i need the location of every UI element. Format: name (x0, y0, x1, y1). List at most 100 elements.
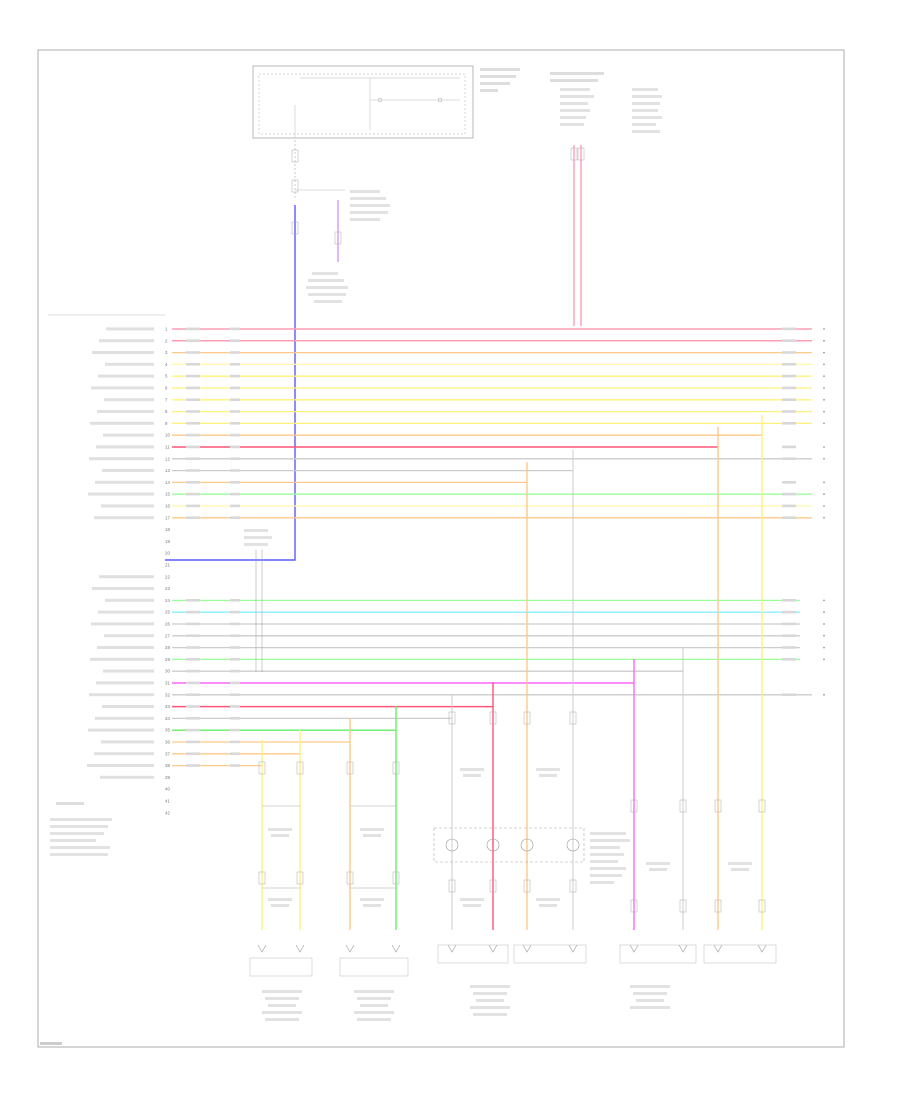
circuit-label (90, 657, 154, 661)
wire-color-code (186, 481, 200, 484)
device-terminal (568, 944, 578, 953)
pin-number: 38 (165, 763, 170, 768)
connector-pin (823, 658, 825, 661)
circuit-label (99, 339, 154, 343)
wire-color-code-right (782, 622, 796, 626)
connector-pin (823, 457, 825, 460)
inline-connector (291, 179, 299, 193)
inline-connector (570, 147, 578, 161)
wire-color-code (186, 351, 200, 354)
connector-notes-top-right (550, 72, 662, 133)
pin-number: 13 (165, 468, 170, 473)
device-note (630, 985, 670, 988)
device-note (265, 997, 299, 1000)
connector-label (463, 904, 481, 907)
module-box (433, 827, 630, 884)
connector-pin (823, 375, 825, 378)
connector-pin (823, 351, 825, 354)
circuit-label (97, 410, 154, 413)
circuit-label (103, 669, 154, 673)
inline-connector (523, 879, 531, 893)
wire-color-code (186, 740, 200, 744)
inline-connector (630, 799, 638, 813)
circuit-label (91, 386, 154, 390)
circuit-number (230, 646, 240, 649)
pin-number: 37 (165, 751, 170, 756)
inline-connector (679, 899, 687, 913)
device-note (357, 997, 391, 1000)
wire-color-code (186, 516, 200, 519)
circuit-number (230, 634, 240, 637)
circuit-number (230, 658, 240, 661)
wire-color-code (186, 752, 200, 755)
wire-color-code-right (782, 351, 796, 354)
wire-color-code (186, 433, 200, 437)
inline-connectors (258, 147, 766, 913)
wire-blue-main (165, 205, 296, 561)
circuit-label (104, 398, 154, 402)
inline-connector (577, 147, 585, 161)
pin-number: 29 (165, 657, 170, 662)
pin-number: 8 (165, 409, 168, 414)
connector-pin (823, 422, 825, 425)
inline-connector (291, 149, 299, 163)
device-terminal (488, 944, 498, 953)
inline-connector (334, 231, 342, 245)
wire-color-code (186, 610, 200, 614)
pin-number: 15 (165, 492, 170, 497)
wire-color-code (186, 469, 200, 472)
wire-color-code (186, 410, 200, 413)
circuit-label (89, 457, 154, 461)
circuit-label (98, 374, 154, 378)
device-note (354, 990, 394, 993)
wire-color-code (186, 646, 200, 649)
inline-connector (258, 871, 266, 885)
circuit-label (105, 598, 154, 602)
wire-color-code-right (782, 457, 796, 460)
device-note (262, 990, 302, 993)
device-note (360, 1004, 388, 1007)
circuit-number (230, 457, 240, 460)
device-note (265, 1018, 299, 1021)
pin-number: 40 (165, 787, 170, 792)
connector-pin (823, 328, 825, 330)
circuit-number (230, 622, 240, 626)
inline-connector (296, 871, 304, 885)
inline-connector (346, 761, 354, 775)
wire-color-code-right (782, 422, 796, 425)
wire-color-code-right (782, 445, 796, 449)
connector-pin (823, 398, 825, 401)
connector-pin (823, 387, 825, 389)
circuit-labels (48, 314, 165, 779)
device-bracket (703, 944, 777, 964)
wire-color-code-right (782, 516, 796, 519)
wire-color-code (186, 445, 200, 449)
connector-pin (823, 363, 825, 366)
device-terminal (257, 944, 267, 953)
wire-color-code-right (782, 646, 796, 649)
pin-number: 2 (165, 338, 168, 343)
circuit-number (230, 386, 240, 390)
circuit-label (88, 728, 154, 732)
circuit-number (230, 363, 240, 366)
wire-rows (172, 327, 812, 767)
connector-pin (823, 446, 825, 448)
pin-number: 35 (165, 728, 170, 733)
connector-pin (823, 611, 825, 614)
connector-pin (823, 339, 825, 342)
connector-label (363, 834, 381, 837)
device-note (473, 1013, 507, 1016)
device-terminal (345, 944, 355, 953)
connector-label (363, 904, 381, 907)
connector-label (539, 904, 557, 907)
wire-color-code (186, 622, 200, 626)
device-note (357, 1018, 391, 1021)
wire-color-code (186, 634, 200, 637)
connector-label (271, 904, 289, 907)
connector-label (539, 774, 557, 777)
circuit-number (230, 433, 240, 437)
pin-number: 17 (165, 515, 170, 520)
wire-color-code (186, 658, 200, 661)
device-note (476, 999, 504, 1002)
